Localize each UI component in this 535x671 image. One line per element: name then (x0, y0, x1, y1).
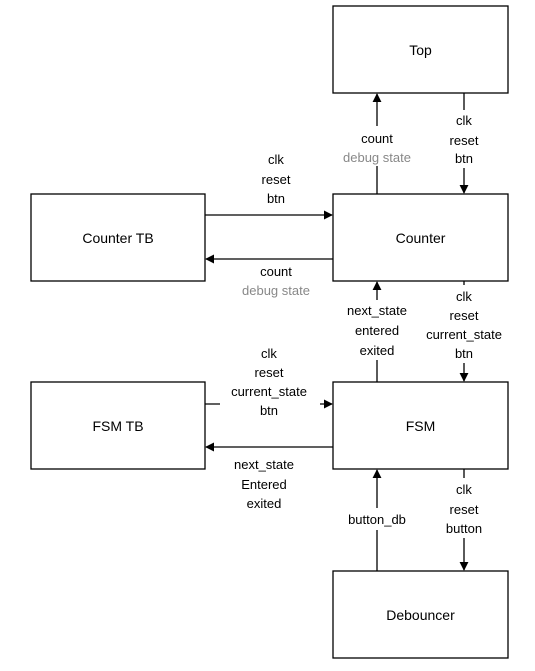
signal-count: count (260, 264, 292, 279)
block-counter-label: Counter (396, 230, 446, 246)
signal-count: count (361, 131, 393, 146)
signal-reset: reset (450, 133, 479, 148)
signal-clk: clk (268, 152, 284, 167)
block-fsm: FSM (332, 381, 509, 470)
signal-btn: btn (455, 151, 473, 166)
signal-reset: reset (450, 308, 479, 323)
signals-counter-to-top: count debug state (331, 126, 422, 166)
signal-clk: clk (456, 113, 472, 128)
block-fsm-label: FSM (406, 418, 436, 434)
block-counter-tb-label: Counter TB (82, 230, 153, 246)
block-counter-tb: Counter TB (30, 193, 206, 282)
signals-fsmtb-to-fsm: clk reset current_state btn (220, 346, 320, 420)
signal-button-db: button_db (348, 512, 406, 527)
signals-counter-to-fsm: clk reset current_state btn (415, 285, 513, 363)
signal-clk: clk (456, 289, 472, 304)
signals-debouncer-to-fsm: button_db (340, 508, 416, 530)
signal-reset: reset (255, 365, 284, 380)
signals-counter-to-countertb: count debug state (242, 264, 310, 298)
block-debouncer: Debouncer (332, 570, 509, 659)
signals-fsm-to-debouncer: clk reset button (436, 478, 492, 538)
block-top: Top (332, 5, 509, 94)
block-fsm-tb-label: FSM TB (92, 418, 143, 434)
block-top-label: Top (409, 42, 432, 58)
signal-exited: exited (247, 496, 282, 511)
signal-entered: Entered (241, 477, 287, 492)
signals-fsm-to-fsmtb: next_state Entered exited (234, 457, 294, 511)
signals-fsm-to-counter: next_state entered exited (336, 300, 420, 360)
block-counter: Counter (332, 193, 509, 282)
signal-reset: reset (450, 502, 479, 517)
signal-next-state: next_state (234, 457, 294, 472)
block-fsm-tb: FSM TB (30, 381, 206, 470)
signal-next-state: next_state (347, 303, 407, 318)
signals-top-to-counter: clk reset btn (440, 110, 488, 168)
signal-btn: btn (260, 403, 278, 418)
signals-countertb-to-counter: clk reset btn (262, 152, 291, 206)
signal-debug-state: debug state (242, 283, 310, 298)
signal-debug-state: debug state (343, 150, 411, 165)
signal-exited: exited (360, 343, 395, 358)
signal-entered: entered (355, 323, 399, 338)
block-debouncer-label: Debouncer (386, 607, 455, 623)
signal-current-state: current_state (231, 384, 307, 399)
signal-clk: clk (261, 346, 277, 361)
signal-btn: btn (267, 191, 285, 206)
signal-btn: btn (455, 346, 473, 361)
signal-button: button (446, 521, 482, 536)
signal-reset: reset (262, 172, 291, 187)
signal-current-state: current_state (426, 327, 502, 342)
signal-clk: clk (456, 482, 472, 497)
